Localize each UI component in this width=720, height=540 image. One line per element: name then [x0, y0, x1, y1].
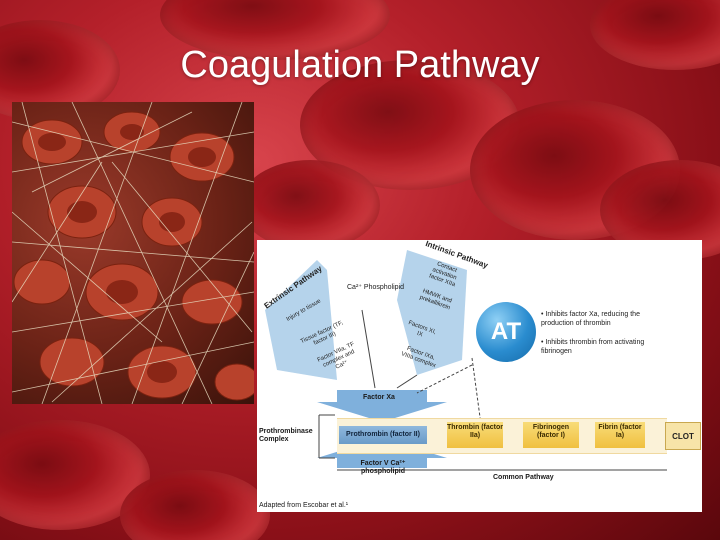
factor-xa-label: Factor Xa — [363, 394, 395, 401]
at-bullet-text: Inhibits factor Xa, reducing the product… — [541, 311, 640, 327]
background-cell — [240, 160, 380, 250]
coagulation-diagram: Extrinsic Pathway Intrinsic Pathway Inju… — [257, 240, 702, 512]
fibrin-mesh-image — [12, 102, 254, 404]
slide-title: Coagulation Pathway — [180, 44, 540, 86]
citation: Adapted from Escobar et al.¹ — [259, 502, 349, 509]
antithrombin-badge: AT — [476, 302, 536, 362]
at-bullet-text: Inhibits thrombin from activating fibrin… — [541, 339, 645, 355]
fibrin-box: Fibrin (factor Ia) — [595, 422, 645, 448]
common-pathway-label: Common Pathway — [493, 474, 554, 481]
fibrin-mesh-photo — [12, 102, 254, 404]
at-bullet-2: • Inhibits thrombin from activating fibr… — [541, 339, 645, 355]
thrombin-box: Thrombin (factor IIa) — [447, 422, 503, 448]
at-bullet-1: • Inhibits factor Xa, reducing the produ… — [541, 311, 640, 327]
prothrombin-box: Prothrombin (factor II) — [339, 426, 427, 444]
fibrinogen-box: Fibrinogen (factor I) — [523, 422, 579, 448]
diagram-arrows — [265, 250, 667, 471]
factor-v-label: Factor V Ca²⁺ phospholipid — [360, 460, 406, 475]
prothrombinase-complex-label: Prothrombinase Complex — [259, 428, 313, 443]
ca-phospholipid-label: Ca²⁺ Phospholipid — [347, 284, 405, 291]
clot-box: CLOT — [665, 422, 701, 450]
background-cell — [120, 470, 270, 540]
